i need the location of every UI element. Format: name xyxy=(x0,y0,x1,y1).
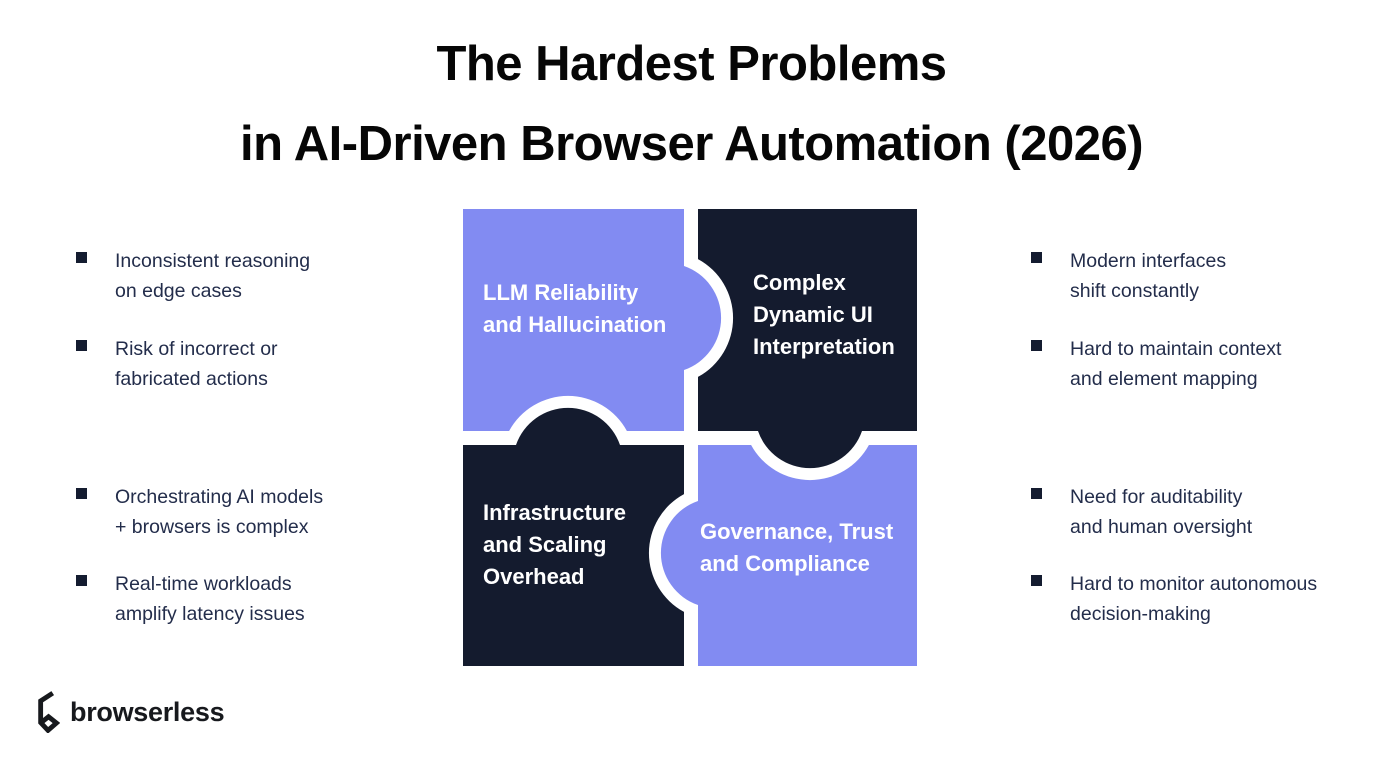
piece-label-line: Complex xyxy=(753,270,846,295)
piece-label-governance: Governance, Trust and Compliance xyxy=(700,516,893,580)
brand-footer: browserless xyxy=(36,691,225,733)
square-bullet-icon xyxy=(1031,340,1042,351)
bullet-item-autonomous-monitoring: Hard to monitor autonomous decision-maki… xyxy=(1031,569,1317,629)
title-line-1: The Hardest Problems xyxy=(436,37,947,91)
bullet-line: amplify latency issues xyxy=(115,603,305,625)
bullet-line: on edge cases xyxy=(115,280,242,302)
bullet-line: decision-making xyxy=(1070,603,1211,625)
piece-label-line: and Hallucination xyxy=(483,312,667,337)
square-bullet-icon xyxy=(1031,488,1042,499)
piece-label-line: Infrastructure xyxy=(483,500,627,525)
bullet-line: Modern interfaces xyxy=(1070,250,1227,272)
bullet-line: Hard to monitor autonomous xyxy=(1070,573,1318,595)
square-bullet-icon xyxy=(76,575,87,586)
bullet-line: Hard to maintain context xyxy=(1070,338,1282,360)
bullet-line: fabricated actions xyxy=(115,368,268,390)
piece-label-infrastructure: Infrastructure and Scaling Overhead xyxy=(483,497,626,593)
browserless-logo-icon xyxy=(38,691,60,733)
bullet-item-latency-issues: Real-time workloads amplify latency issu… xyxy=(76,569,305,629)
bullet-item-inconsistent-reasoning: Inconsistent reasoning on edge cases xyxy=(76,246,310,306)
puzzle-shapes xyxy=(463,209,917,666)
piece-label-line: LLM Reliability xyxy=(483,280,639,305)
piece-label-complex-ui: Complex Dynamic UI Interpretation xyxy=(753,267,895,363)
bullet-item-orchestration-complexity: Orchestrating AI models + browsers is co… xyxy=(76,482,323,542)
bullet-line: + browsers is complex xyxy=(115,516,309,538)
square-bullet-icon xyxy=(1031,575,1042,586)
puzzle-piece-governance xyxy=(660,445,917,666)
piece-label-llm-reliability: LLM Reliability and Hallucination xyxy=(483,277,666,341)
square-bullet-icon xyxy=(76,488,87,499)
piece-label-line: Governance, Trust xyxy=(700,519,894,544)
piece-label-line: Dynamic UI xyxy=(753,302,873,327)
puzzle-piece-llm-reliability xyxy=(463,209,722,431)
brand-name: browserless xyxy=(70,696,225,727)
puzzle-piece-infrastructure xyxy=(463,407,684,666)
bullet-item-auditability: Need for auditability and human oversigh… xyxy=(1031,482,1252,542)
bullet-item-incorrect-actions: Risk of incorrect or fabricated actions xyxy=(76,334,278,394)
square-bullet-icon xyxy=(1031,252,1042,263)
page-title: The Hardest Problems in AI-Driven Browse… xyxy=(0,24,1383,184)
title-line-2: in AI-Driven Browser Automation (2026) xyxy=(239,117,1144,171)
piece-label-line: Overhead xyxy=(483,564,585,589)
puzzle-diagram: LLM Reliability and Hallucination Comple… xyxy=(463,209,917,666)
bullet-item-shifting-interfaces: Modern interfaces shift constantly xyxy=(1031,246,1226,306)
square-bullet-icon xyxy=(76,252,87,263)
bullet-line: Inconsistent reasoning xyxy=(115,250,311,272)
piece-label-line: and Compliance xyxy=(700,551,870,576)
bullet-item-context-mapping: Hard to maintain context and element map… xyxy=(1031,334,1281,394)
bullet-line: Need for auditability xyxy=(1070,486,1243,508)
bullet-line: shift constantly xyxy=(1070,280,1199,302)
piece-label-line: and Scaling xyxy=(483,532,607,557)
bullet-line: and element mapping xyxy=(1070,368,1258,390)
puzzle-piece-complex-ui xyxy=(698,209,917,469)
bullet-line: Orchestrating AI models xyxy=(115,486,324,508)
piece-label-line: Interpretation xyxy=(753,334,895,359)
bullet-line: Risk of incorrect or xyxy=(115,338,278,360)
square-bullet-icon xyxy=(76,340,87,351)
bullet-line: Real-time workloads xyxy=(115,573,292,595)
bullet-line: and human oversight xyxy=(1070,516,1253,538)
